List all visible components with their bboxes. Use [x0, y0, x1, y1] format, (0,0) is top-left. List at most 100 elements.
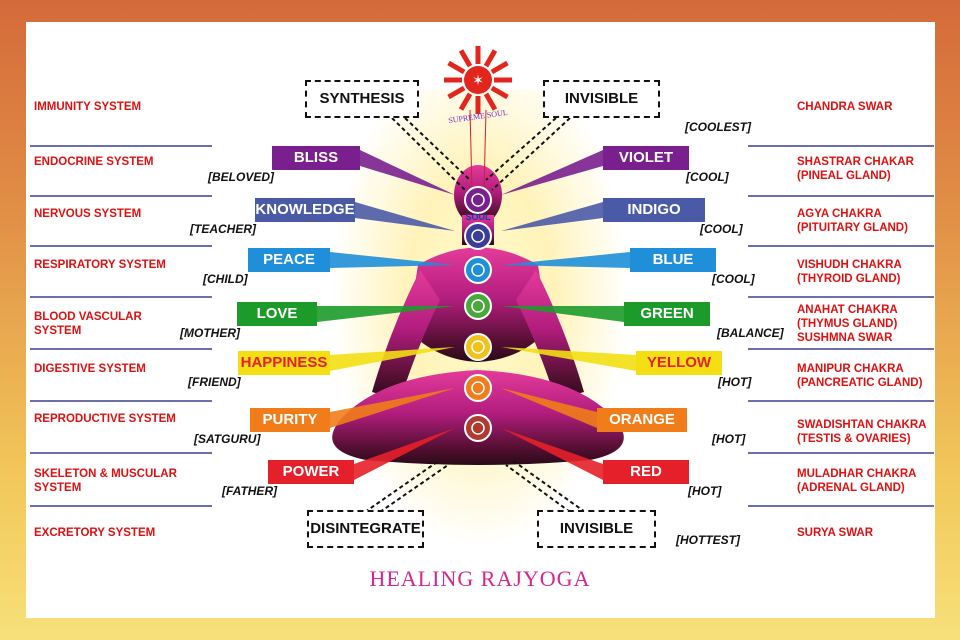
right-chakra-line: SWADISHTAN CHAKRA: [797, 419, 927, 431]
right-chakra-line: (PANCREATIC GLAND): [797, 377, 923, 389]
left-system-label: RESPIRATORY SYSTEM: [34, 258, 166, 272]
emblem-ray: [490, 60, 509, 75]
color-beam: [501, 347, 636, 371]
virtue-beam: [360, 150, 455, 195]
virtue-beam: [354, 428, 455, 480]
virtue-beam: [330, 347, 455, 371]
row-divider: [30, 195, 212, 197]
row-divider: [748, 296, 934, 298]
right-chakra-line: VISHUDH CHAKRA: [797, 259, 902, 271]
color-beam: [501, 428, 603, 480]
color-tag-yellow: YELLOW: [636, 351, 722, 375]
right-chakra-label: CHANDRA SWAR: [797, 100, 892, 114]
chakra-circle: [464, 414, 492, 442]
right-chakra-line: (THYMUS GLAND): [797, 318, 898, 330]
row-divider: [748, 348, 934, 350]
left-system-line: BLOOD VASCULAR: [34, 311, 142, 323]
relation-label: [TEACHER]: [190, 222, 256, 236]
invisible-bottom-box: INVISIBLE: [537, 510, 656, 548]
left-system-label: EXCRETORY SYSTEM: [34, 526, 155, 540]
emblem-ray: [483, 92, 498, 111]
synthesis-box: SYNTHESIS: [305, 80, 419, 118]
right-chakra-line: (PINEAL GLAND): [797, 170, 891, 182]
virtue-tag-happiness: HAPPINESS: [238, 351, 330, 375]
color-tag-violet: VIOLET: [603, 146, 689, 170]
left-system-label: BLOOD VASCULAR SYSTEM: [34, 310, 142, 338]
relation-label: [BELOVED]: [208, 170, 274, 184]
soul-label: SOUL: [465, 212, 491, 222]
temperature-label: [BALANCE]: [717, 326, 784, 340]
left-system-label: ENDOCRINE SYSTEM: [34, 155, 154, 169]
relation-label: [FRIEND]: [188, 375, 241, 389]
left-system-label: REPRODUCTIVE SYSTEM: [34, 412, 176, 426]
right-chakra-label: AGYA CHAKRA (PITUITARY GLAND): [797, 207, 908, 235]
virtue-beam: [330, 252, 455, 268]
right-chakra-label: MANIPUR CHAKRA(PANCREATIC GLAND): [797, 362, 922, 390]
emblem-ray: [447, 60, 466, 75]
color-beam: [501, 202, 603, 231]
right-chakra-line: (THYROID GLAND): [797, 273, 901, 285]
relation-label: [FATHER]: [222, 484, 278, 498]
right-chakra-line: (ADRENAL GLAND): [797, 482, 905, 494]
virtue-tag-power: POWER: [268, 460, 354, 484]
right-chakra-line: AGYA CHAKRA: [797, 208, 882, 220]
virtue-beams: [317, 150, 636, 480]
right-chakra-label: SURYA SWAR: [797, 526, 873, 540]
virtue-beam: [355, 202, 455, 231]
right-chakra-line: SUSHMNA SWAR: [797, 332, 893, 344]
right-chakra-line: ANAHAT CHAKRA: [797, 304, 898, 316]
color-tag-blue: BLUE: [630, 248, 716, 272]
chakra-circle: [464, 256, 492, 284]
virtue-tag-love: LOVE: [237, 302, 317, 326]
chakra-circle: [464, 333, 492, 361]
row-divider: [748, 145, 934, 147]
left-system-line: DIGESTIVE SYSTEM: [34, 363, 146, 375]
right-chakra-label: SWADISHTAN CHAKRA(TESTIS & OVARIES): [797, 418, 926, 446]
chakra-circle: [464, 222, 492, 250]
chakra-column: [464, 186, 492, 442]
relation-label: [CHILD]: [203, 272, 248, 286]
left-system-line: REPRODUCTIVE SYSTEM: [34, 413, 176, 425]
chakra-circle: [464, 292, 492, 320]
virtue-tag-knowledge: KNOWLEDGE: [255, 198, 355, 222]
temperature-label: [HOT]: [688, 484, 722, 498]
relation-label: [MOTHER]: [180, 326, 240, 340]
left-system-line: SYSTEM: [34, 482, 82, 494]
dashed-connectors: [364, 117, 586, 513]
emblem-ray: [458, 49, 473, 68]
emblem-ray: [483, 49, 498, 68]
emblem-ray: [458, 92, 473, 111]
left-system-line: SYSTEM: [34, 325, 82, 337]
temperature-label: [HOT]: [712, 432, 746, 446]
svg-text:✶: ✶: [472, 73, 484, 89]
right-chakra-line: SURYA SWAR: [797, 527, 874, 539]
chakra-circle: [464, 186, 492, 214]
row-divider: [30, 505, 212, 507]
left-system-label: IMMUNITY SYSTEM: [34, 100, 141, 114]
temperature-label: [COOL]: [712, 272, 755, 286]
temperature-label: [HOT]: [718, 375, 752, 389]
left-system-line: SKELETON & MUSCULAR: [34, 468, 177, 480]
invisible-top-box: INVISIBLE: [543, 80, 660, 118]
right-chakra-label: VISHUDH CHAKRA (THYROID GLAND): [797, 258, 902, 286]
color-tag-indigo: INDIGO: [603, 198, 705, 222]
emblem-ray: [490, 85, 509, 100]
left-system-label: DIGESTIVE SYSTEM: [34, 362, 146, 376]
left-system-line: ENDOCRINE SYSTEM: [34, 156, 154, 168]
supreme-soul-emblem: ✶: [444, 46, 512, 114]
right-chakra-label: ANAHAT CHAKRA (THYMUS GLAND) SUSHMNA SWAR: [797, 303, 898, 345]
row-divider: [30, 145, 212, 147]
relation-label: [SATGURU]: [194, 432, 261, 446]
page-title: HEALING RAJYOGA: [369, 566, 591, 591]
virtue-beam: [317, 306, 455, 322]
virtue-tag-peace: PEACE: [248, 248, 330, 272]
color-tag-red: RED: [603, 460, 689, 484]
right-chakra-label: SHASTRAR CHAKAR(PINEAL GLAND): [797, 155, 914, 183]
right-chakra-line: (PITUITARY GLAND): [797, 222, 908, 234]
left-system-label: NERVOUS SYSTEM: [34, 207, 141, 221]
temperature-label: [COOL]: [686, 170, 729, 184]
virtue-tag-bliss: BLISS: [272, 146, 360, 170]
disintegrate-box: DISINTEGRATE: [307, 510, 424, 548]
row-divider: [30, 400, 212, 402]
